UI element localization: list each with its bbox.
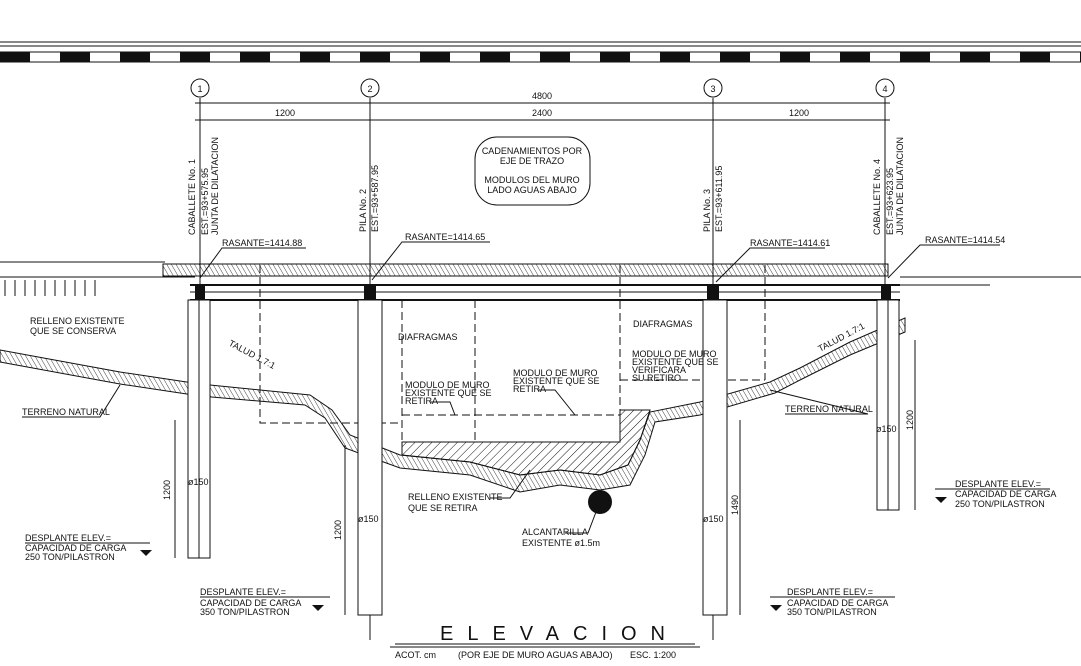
svg-text:1200: 1200 [162,480,172,500]
svg-text:CAPACIDAD DE CARGA: CAPACIDAD DE CARGA [25,543,126,553]
svg-text:CAPACIDAD DE CARGA: CAPACIDAD DE CARGA [787,598,888,608]
svg-text:1200: 1200 [905,410,915,430]
svg-text:EST.=93+623.95: EST.=93+623.95 [885,168,895,235]
svg-text:2400: 2400 [532,108,552,118]
annotations: RELLENO EXISTENTE QUE SE CONSERVA TERREN… [22,316,873,548]
axis-bubble-1: 1 [190,78,210,98]
svg-text:EJE DE TRAZO: EJE DE TRAZO [500,156,564,166]
svg-text:JUNTA DE DILATACION: JUNTA DE DILATACION [210,137,220,235]
svg-text:EXISTENTE QUE SE: EXISTENTE QUE SE [632,357,719,367]
svg-text:1200: 1200 [333,520,343,540]
axis-bubble-2: 2 [360,78,380,98]
terrain [0,317,906,514]
svg-text:TALUD 1.7:1: TALUD 1.7:1 [227,338,277,371]
svg-text:DESPLANTE ELEV.=: DESPLANTE ELEV.= [787,587,873,597]
svg-text:ELEVACION: ELEVACION [440,623,679,645]
svg-text:DESPLANTE ELEV.=: DESPLANTE ELEV.= [200,587,286,597]
svg-text:RELLENO EXISTENTE: RELLENO EXISTENTE [30,316,125,326]
svg-text:4: 4 [882,84,887,94]
depth-dimensions: 1200 1200 1490 1200 ø150 ø150 ø150 ø150 [162,340,916,615]
svg-text:EST.=93+575.95: EST.=93+575.95 [200,168,210,235]
svg-text:RETIRA: RETIRA [405,396,438,406]
piles [187,299,900,616]
svg-text:2: 2 [367,84,372,94]
svg-text:CABALLETE No. 1: CABALLETE No. 1 [187,159,197,235]
svg-text:ø150: ø150 [703,514,724,524]
axis-labels: CABALLETE No. 1 EST.=93+575.95 JUNTA DE … [187,137,905,235]
svg-text:EXISTENTE QUE SE: EXISTENTE QUE SE [405,388,492,398]
svg-text:EST.=93+587.95: EST.=93+587.95 [370,165,380,232]
svg-text:(POR EJE DE MURO AGUAS ABAJO): (POR EJE DE MURO AGUAS ABAJO) [458,650,613,660]
svg-text:350 TON/PILASTRON: 350 TON/PILASTRON [787,607,877,617]
svg-text:RASANTE=1414.88: RASANTE=1414.88 [222,238,302,248]
desplante-notes: DESPLANTE ELEV.= CAPACIDAD DE CARGA 250 … [25,479,1056,617]
svg-text:ESC. 1:200: ESC. 1:200 [630,650,676,660]
svg-text:SU RETIRO: SU RETIRO [632,373,681,383]
svg-text:RELLENO EXISTENTE: RELLENO EXISTENTE [408,492,503,502]
svg-text:MODULO DE MURO: MODULO DE MURO [513,368,598,378]
svg-text:LADO AGUAS ABAJO: LADO AGUAS ABAJO [487,185,577,195]
svg-text:MODULO DE MURO: MODULO DE MURO [632,349,717,359]
svg-text:250 TON/PILASTRON: 250 TON/PILASTRON [25,552,115,562]
svg-text:JUNTA DE DILATACION: JUNTA DE DILATACION [895,137,905,235]
svg-text:DIAFRAGMAS: DIAFRAGMAS [398,332,458,342]
svg-text:CAPACIDAD DE CARGA: CAPACIDAD DE CARGA [200,598,301,608]
svg-text:QUE SE RETIRA: QUE SE RETIRA [408,503,478,513]
svg-text:CAPACIDAD DE CARGA: CAPACIDAD DE CARGA [955,489,1056,499]
svg-text:MODULO DE MURO: MODULO DE MURO [405,380,490,390]
svg-text:RASANTE=1414.65: RASANTE=1414.65 [405,232,485,242]
svg-text:DIAFRAGMAS: DIAFRAGMAS [633,319,693,329]
svg-text:VERIFICARA: VERIFICARA [632,365,686,375]
svg-text:ø150: ø150 [876,424,897,434]
svg-text:PILA No. 3: PILA No. 3 [702,189,712,232]
svg-text:QUE SE CONSERVA: QUE SE CONSERVA [30,326,116,336]
svg-text:EXISTENTE QUE SE: EXISTENTE QUE SE [513,376,600,386]
svg-text:RASANTE=1414.54: RASANTE=1414.54 [925,235,1005,245]
svg-text:RASANTE=1414.61: RASANTE=1414.61 [750,238,830,248]
svg-text:ø150: ø150 [358,514,379,524]
axis-bubble-4: 4 [875,78,895,98]
svg-text:350 TON/PILASTRON: 350 TON/PILASTRON [200,607,290,617]
svg-text:TERRENO NATURAL: TERRENO NATURAL [785,404,873,414]
svg-text:DESPLANTE ELEV.=: DESPLANTE ELEV.= [25,533,111,543]
svg-text:EST.=93+611.95: EST.=93+611.95 [714,166,724,232]
cloud-note: CADENAMIENTOS POR EJE DE TRAZO MODULOS D… [474,136,591,206]
svg-text:EXISTENTE ø1.5m: EXISTENTE ø1.5m [522,538,600,548]
dimension-lines: 4800 1200 2400 1200 [195,91,890,121]
svg-text:ø150: ø150 [188,477,209,487]
svg-text:250 TON/PILASTRON: 250 TON/PILASTRON [955,499,1045,509]
svg-text:ALCANTARILLA: ALCANTARILLA [522,527,588,537]
svg-text:1: 1 [197,84,202,94]
svg-text:1490: 1490 [730,495,740,515]
svg-text:CADENAMIENTOS POR: CADENAMIENTOS POR [482,146,583,156]
sheet-border [0,41,1081,63]
svg-text:CABALLETE No. 4: CABALLETE No. 4 [872,159,882,235]
svg-text:TERRENO NATURAL: TERRENO NATURAL [22,407,110,417]
bridge-deck [0,261,1081,301]
svg-text:4800: 4800 [532,91,552,101]
culvert [588,490,612,514]
svg-text:MODULOS DEL MURO: MODULOS DEL MURO [484,175,579,185]
drawing-title: ELEVACION ACOT. cm (POR EJE DE MURO AGUA… [390,623,700,660]
svg-text:1200: 1200 [789,108,809,118]
svg-text:3: 3 [710,84,715,94]
svg-text:1200: 1200 [275,108,295,118]
svg-text:ACOT. cm: ACOT. cm [395,650,436,660]
svg-text:RETIRA: RETIRA [513,384,546,394]
svg-text:PILA No. 2: PILA No. 2 [358,189,368,232]
svg-text:DESPLANTE ELEV.=: DESPLANTE ELEV.= [955,479,1041,489]
axis-bubble-3: 3 [703,78,723,98]
